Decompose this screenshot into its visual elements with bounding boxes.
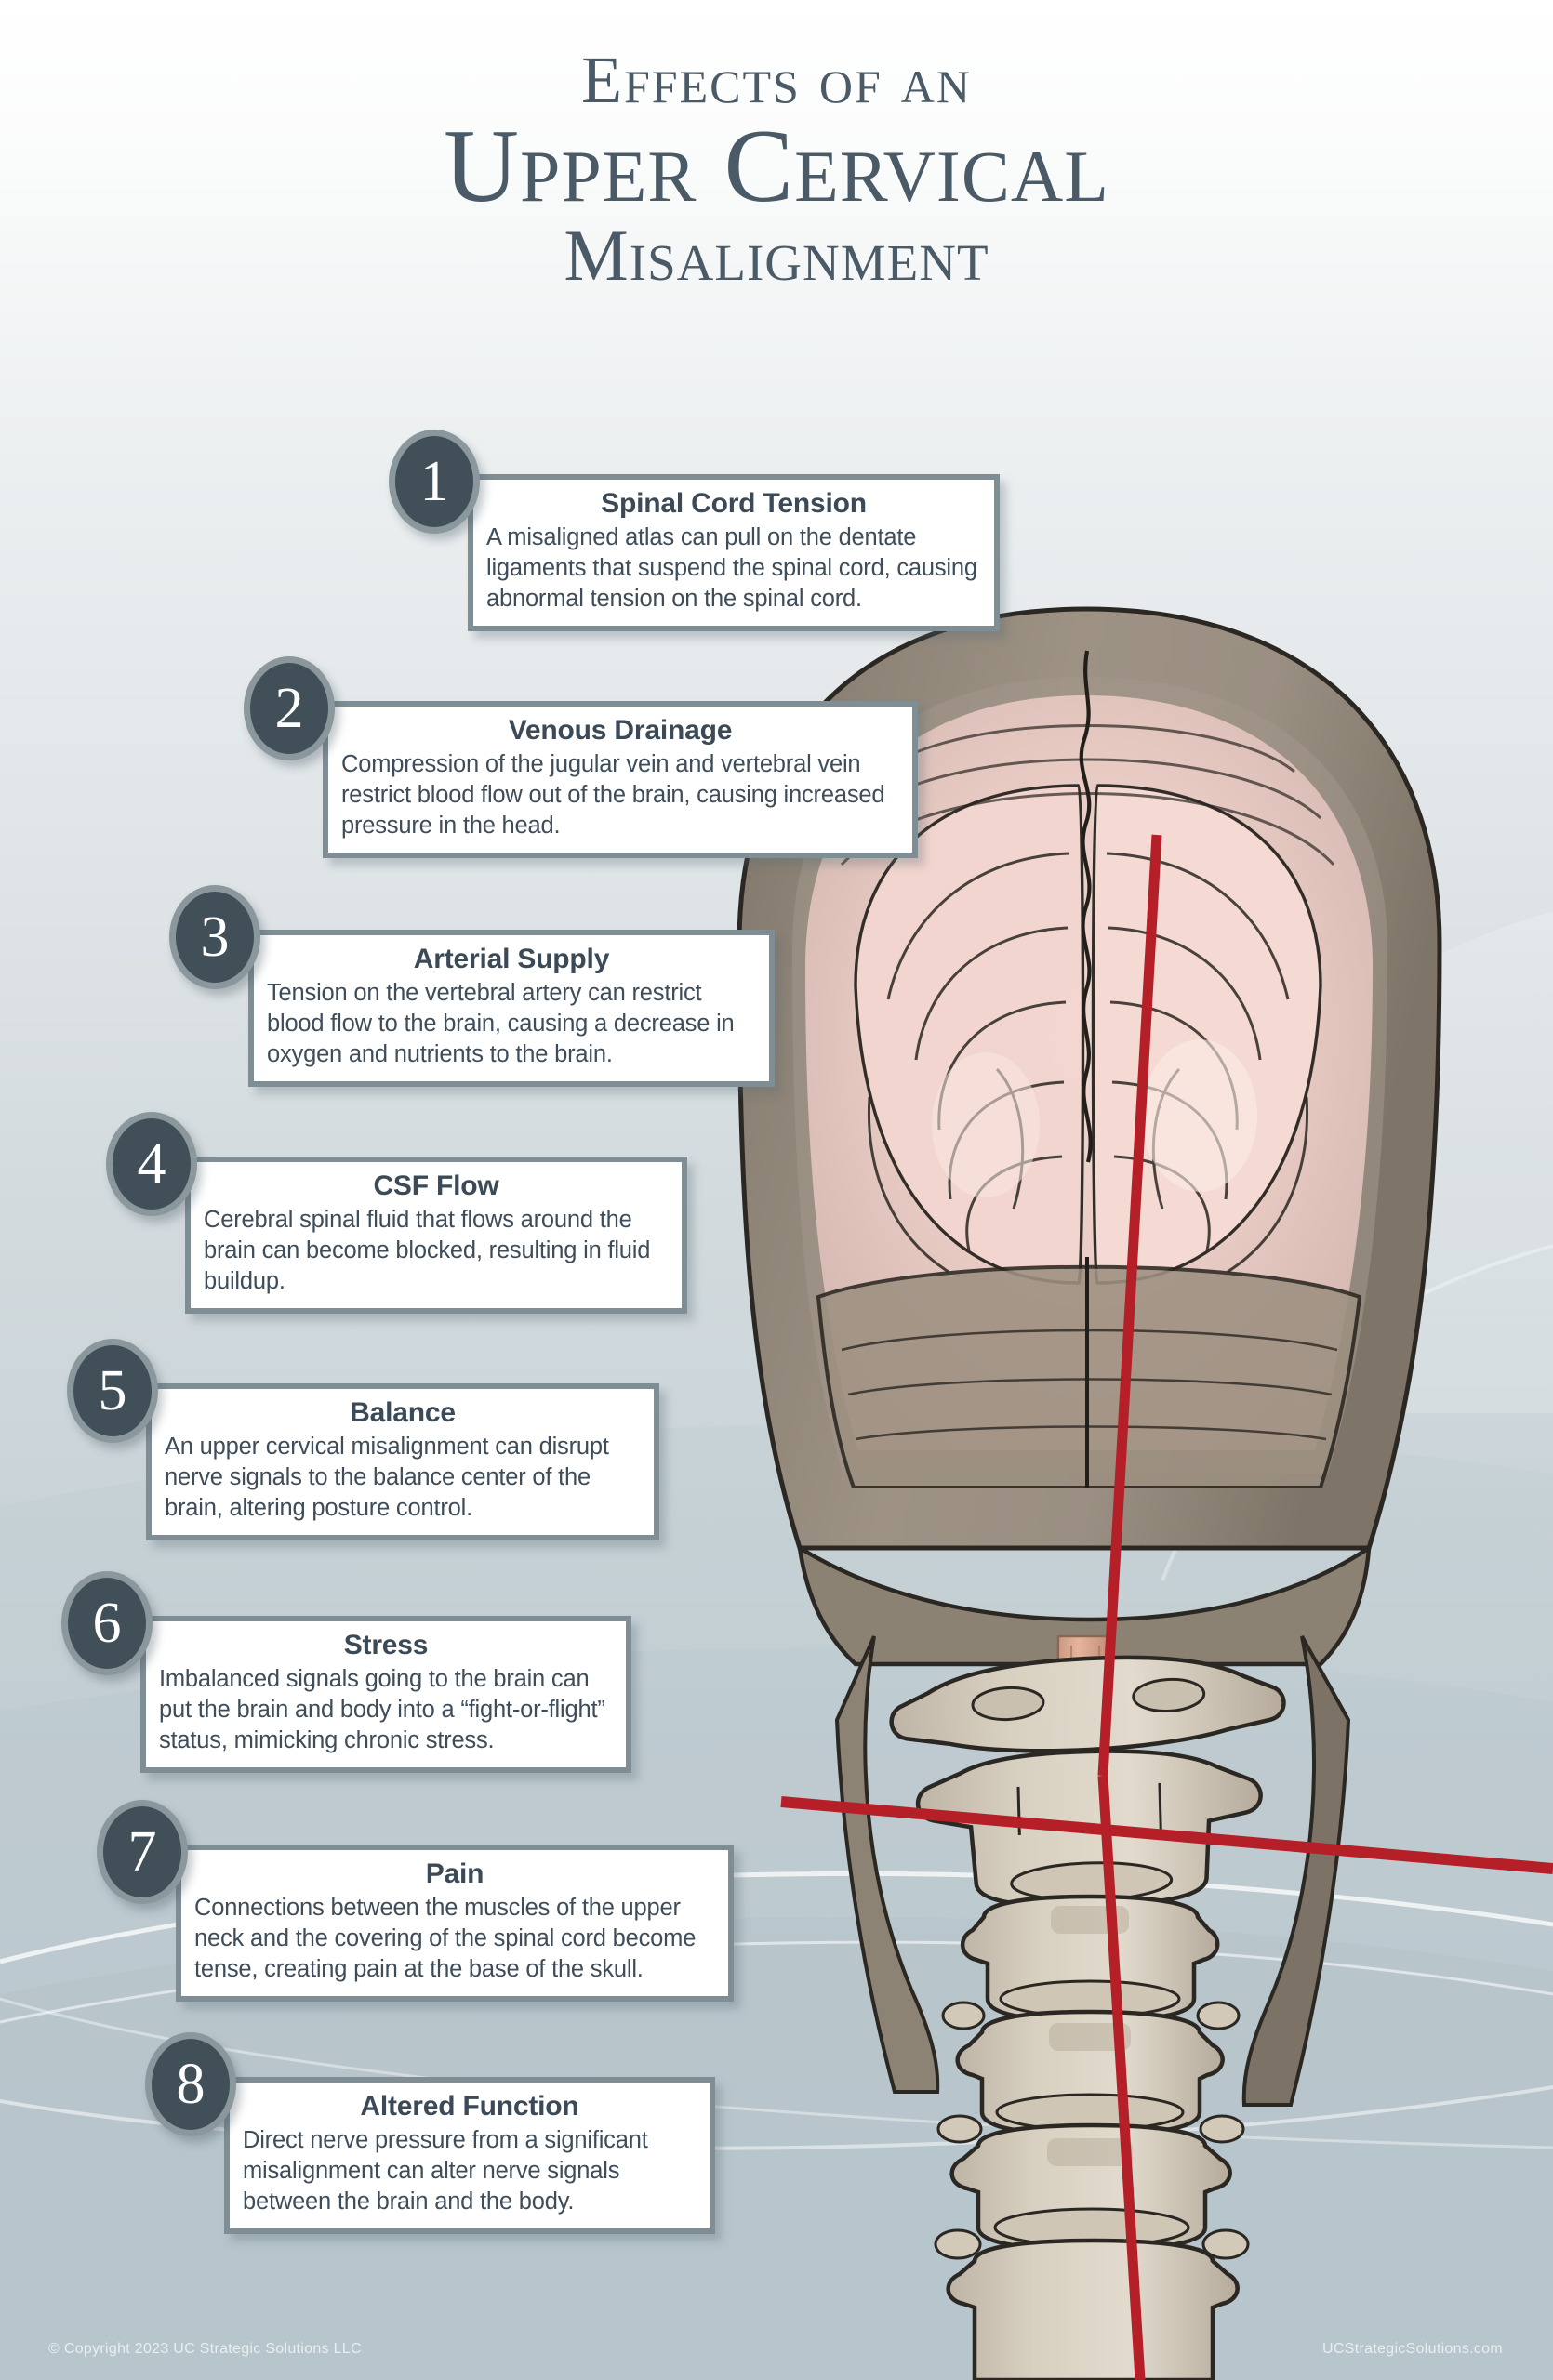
callout-box-5: Balance An upper cervical misalignment c… [146,1383,659,1541]
callout-box-2: Venous Drainage Compression of the jugul… [323,701,918,859]
callout-badge-5: 5 [67,1339,158,1443]
callout-badge-1: 1 [389,430,480,534]
callout-box-1: Spinal Cord Tension A misaligned atlas c… [468,474,1000,632]
callout-box-8: Altered Function Direct nerve pressure f… [224,2077,715,2235]
callout-body-4: Cerebral spinal fluid that flows around … [204,1206,651,1294]
callout-heading-7: Pain [425,1858,484,1889]
callout-heading-5: Balance [350,1397,456,1428]
page-title: Effects of an Upper Cervical Misalignmen… [0,43,1553,296]
callout-box-3: Arterial Supply Tension on the vertebral… [248,930,775,1088]
callout-box-6: Stress Imbalanced signals going to the b… [140,1616,631,1774]
callout-badge-8: 8 [145,2032,236,2136]
callout-heading-4: CSF Flow [373,1170,499,1201]
callout-heading-2: Venous Drainage [508,715,733,746]
callout-heading-3: Arterial Supply [413,944,610,974]
title-line-3: Misalignment [564,214,989,296]
callout-heading-8: Altered Function [360,2091,579,2122]
callout-badge-7: 7 [97,1800,188,1904]
title-line-1: Effects of an [581,43,972,117]
title-line-2: Upper Cervical [444,108,1109,224]
callout-badge-3: 3 [169,885,260,989]
callout-body-5: An upper cervical misalignment can disru… [165,1433,609,1521]
callout-heading-1: Spinal Cord Tension [601,488,867,519]
cervical-vertebrae [889,1655,1286,2380]
callout-body-8: Direct nerve pressure from a significant… [243,2126,648,2215]
callout-body-7: Connections between the muscles of the u… [194,1894,697,1982]
callout-badge-4: 4 [106,1112,197,1216]
misalignment-reference-lines [780,834,1553,2380]
spinal-cord [1049,1634,1122,2380]
callout-heading-6: Stress [343,1630,429,1660]
callout-body-3: Tension on the vertebral artery can rest… [267,979,735,1067]
callout-box-4: CSF Flow Cerebral spinal fluid that flow… [185,1157,687,1315]
callout-badge-2: 2 [244,656,335,760]
callout-badge-6: 6 [61,1571,153,1675]
callout-body-6: Imbalanced signals going to the brain ca… [159,1665,605,1753]
footer-website[interactable]: UCStrategicSolutions.com [1322,2341,1503,2357]
footer-copyright: © Copyright 2023 UC Strategic Solutions … [48,2341,362,2357]
callout-box-7: Pain Connections between the muscles of … [176,1844,734,2003]
callout-body-1: A misaligned atlas can pull on the denta… [486,523,977,612]
callout-body-2: Compression of the jugular vein and vert… [341,750,885,839]
skull-base [797,1543,1372,2107]
